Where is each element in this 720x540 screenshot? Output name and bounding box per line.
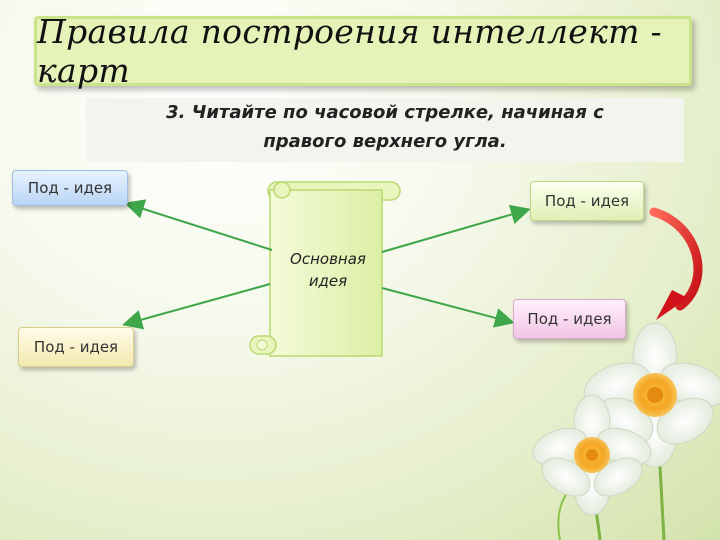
arrow-to-bottom-left (122, 283, 271, 330)
subtitle-line-1: 3. Читайте по часовой стрелке, начиная с (166, 102, 604, 123)
arrow-to-top-right (381, 204, 531, 253)
subtitle-line-2: правого верхнего угла. (263, 131, 507, 152)
subtitle-box: 3. Читайте по часовой стрелке, начиная с… (86, 98, 684, 162)
connector-arrows (122, 199, 531, 330)
sub-idea-bottom-right: Под - идея (513, 299, 626, 339)
title-banner: Правила построения интеллект - карт (34, 12, 692, 90)
page-title: Правила построения интеллект - карт (37, 12, 662, 90)
main-idea-text: Основная идея (268, 248, 388, 292)
clockwise-arrow-icon (649, 207, 703, 320)
arrow-to-bottom-right (381, 287, 515, 328)
main-idea-scroll (249, 181, 401, 357)
sub-idea-bottom-left: Под - идея (18, 327, 134, 367)
main-idea-line-2: идея (308, 272, 348, 290)
sub-idea-top-left: Под - идея (12, 170, 128, 206)
sub-idea-top-right: Под - идея (530, 181, 644, 221)
daffodil-flowers-decoration (532, 322, 720, 540)
main-idea-line-1: Основная (290, 250, 366, 268)
arrow-to-top-left (124, 199, 273, 251)
